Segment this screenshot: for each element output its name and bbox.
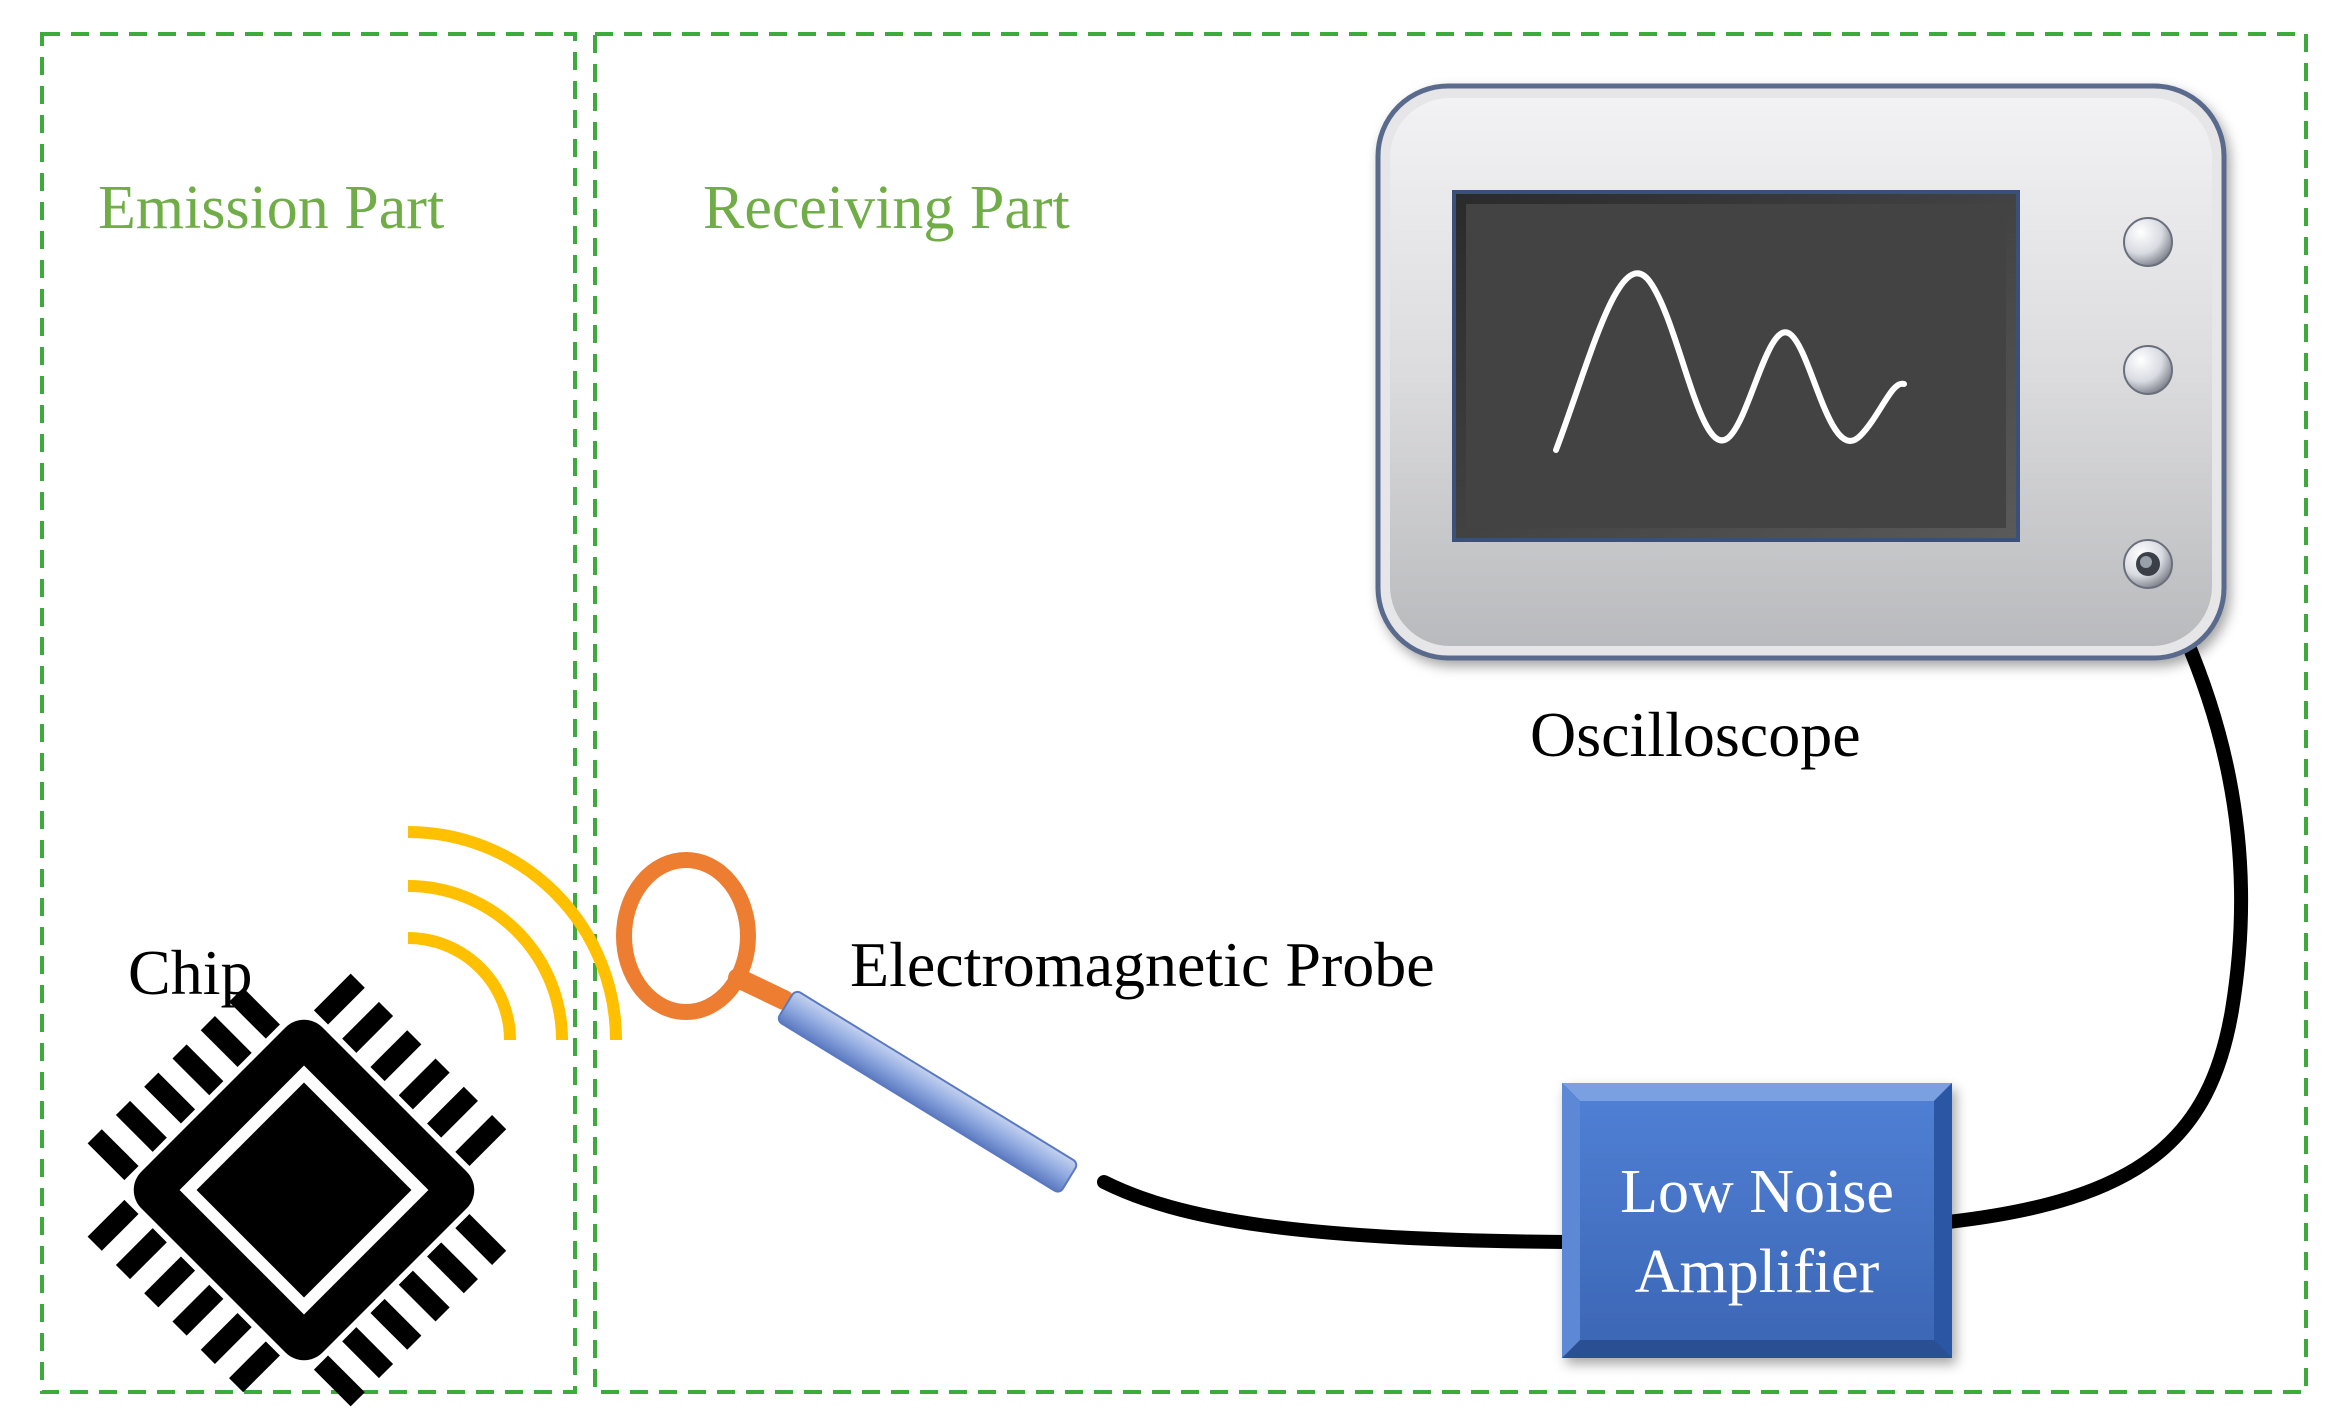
oscilloscope-screen xyxy=(1452,190,2020,542)
oscilloscope-knob-top xyxy=(2123,217,2173,267)
chip-icon xyxy=(87,973,507,1407)
amplifier-label-line1: Low Noise xyxy=(1620,1158,1894,1226)
electromagnetic-probe-icon xyxy=(616,852,1078,1193)
oscilloscope-input-port xyxy=(2123,539,2173,589)
oscilloscope-label: Oscilloscope xyxy=(1530,699,1861,770)
receiving-section-title: Receiving Part xyxy=(703,174,1070,242)
amplifier-to-oscilloscope-cable xyxy=(1941,577,2249,1229)
oscilloscope-device xyxy=(1375,83,2227,661)
receiving-section-frame xyxy=(593,32,2308,1394)
chip-label: Chip xyxy=(128,937,252,1008)
signal-waves-icon xyxy=(407,826,622,1041)
waveform-trace xyxy=(1553,270,1907,453)
probe-to-amplifier-cable xyxy=(1097,1175,1573,1249)
oscilloscope-knob-middle xyxy=(2123,345,2173,395)
probe-label: Electromagnetic Probe xyxy=(850,929,1435,1000)
emission-section-title: Emission Part xyxy=(98,174,444,242)
emission-section-frame xyxy=(40,32,577,1394)
amplifier-label-line2: Amplifier xyxy=(1635,1238,1880,1306)
low-noise-amplifier-box xyxy=(1562,1083,1952,1358)
